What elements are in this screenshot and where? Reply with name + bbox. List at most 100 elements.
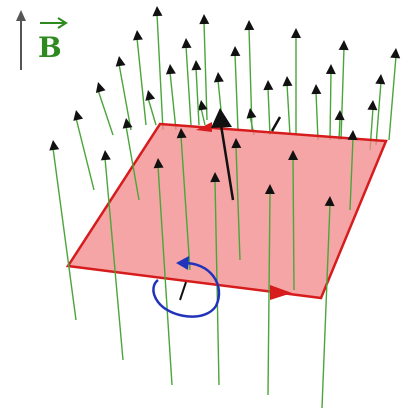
- field-line-shaft: [375, 81, 382, 146]
- field-line-shaft: [234, 53, 239, 131]
- field-line: [288, 150, 299, 291]
- field-line: [122, 118, 140, 201]
- field-line-arrowhead: [231, 138, 242, 149]
- field-line: [191, 60, 202, 126]
- surface-plane: [65, 122, 388, 300]
- field-line-arrowhead: [197, 100, 208, 111]
- field-line: [263, 80, 274, 136]
- field-line: [325, 64, 336, 141]
- field-lines-behind-plane: [95, 6, 401, 151]
- field-line: [375, 74, 386, 146]
- field-line-arrowhead: [325, 64, 336, 75]
- field-line: [197, 100, 208, 126]
- field-line-arrowhead: [334, 110, 345, 121]
- field-line-arrowhead: [291, 28, 301, 38]
- field-line: [73, 110, 95, 191]
- field-line-arrowhead: [95, 82, 106, 93]
- field-line-arrowhead: [375, 74, 386, 85]
- field-line-shaft: [329, 71, 332, 141]
- field-line-shaft: [104, 157, 124, 361]
- field-line: [145, 90, 157, 126]
- field-line-arrowhead: [181, 38, 192, 49]
- field-line-arrowhead: [145, 90, 156, 101]
- field-line-arrowhead: [288, 150, 299, 161]
- field-line-shaft: [97, 89, 114, 136]
- tangent-marker: [270, 116, 282, 132]
- field-line: [95, 82, 114, 136]
- field-line-arrowhead: [165, 64, 176, 75]
- field-line-shaft: [292, 157, 295, 291]
- normal-vector-head: [211, 108, 232, 128]
- field-line-arrowhead: [210, 172, 221, 183]
- field-line-arrowhead: [176, 128, 187, 139]
- field-line-arrowhead: [49, 140, 60, 151]
- field-line-shaft: [388, 55, 397, 141]
- field-line: [165, 64, 177, 131]
- field-line-shaft: [169, 71, 177, 131]
- field-line: [338, 40, 349, 141]
- field-line-shaft: [157, 165, 173, 386]
- plane-edge-arrowhead-top: [196, 122, 212, 132]
- field-line: [291, 28, 301, 135]
- field-line: [230, 46, 241, 131]
- field-line-shaft: [340, 47, 345, 141]
- field-line: [199, 14, 210, 121]
- field-line-arrowhead: [73, 110, 84, 121]
- circular-arrow-icon: [152, 256, 221, 318]
- field-line-arrowhead: [213, 72, 224, 83]
- field-line-arrowhead: [153, 158, 164, 169]
- field-line-arrowhead: [390, 48, 401, 59]
- field-line-arrowhead: [199, 14, 210, 25]
- field-line-shaft: [235, 145, 241, 261]
- field-line: [347, 130, 358, 211]
- field-line-arrowhead: [230, 46, 241, 57]
- field-line-arrowhead: [338, 40, 349, 51]
- field-line-arrowhead: [324, 196, 335, 207]
- field-line-shaft: [195, 67, 200, 126]
- field-line-shaft: [118, 63, 132, 131]
- normal-vector-shaft: [219, 124, 235, 201]
- field-line-shaft: [52, 147, 77, 321]
- plane-edge-arrowhead-bottom: [270, 285, 292, 300]
- field-lines-in-front-of-plane: [49, 110, 358, 409]
- field-line-arrowhead: [347, 130, 358, 141]
- field-line-arrowhead: [122, 118, 133, 129]
- field-line-shaft: [136, 37, 147, 126]
- field-line: [115, 56, 132, 131]
- up-arrow-icon: [16, 10, 26, 70]
- field-line-arrowhead: [152, 6, 163, 17]
- field-line: [153, 158, 173, 386]
- field-line-shaft: [286, 83, 291, 136]
- field-line: [231, 138, 242, 261]
- field-line-arrowhead: [115, 56, 126, 67]
- field-line-arrowhead: [244, 20, 255, 31]
- field-line: [334, 110, 345, 141]
- field-line: [49, 140, 77, 321]
- field-line-shaft: [125, 125, 140, 201]
- field-line-shaft: [156, 13, 164, 131]
- field-line-arrowhead: [191, 60, 202, 71]
- field-symbol-label: B: [38, 31, 62, 64]
- field-line-arrowhead: [282, 76, 293, 87]
- field-line-arrowhead: [100, 150, 111, 161]
- field-line-shaft: [267, 191, 271, 396]
- field-line-shaft: [147, 97, 157, 126]
- field-line-arrowhead: [367, 100, 378, 111]
- field-line: [311, 84, 322, 141]
- field-line-shaft: [267, 87, 271, 136]
- field-line: [388, 48, 401, 141]
- field-line-arrowhead: [311, 84, 322, 95]
- field-line-arrowhead: [132, 30, 143, 41]
- field-line: [282, 76, 293, 136]
- field-line-arrowhead: [246, 108, 257, 119]
- field-line-shaft: [75, 117, 95, 191]
- vector-arrow-icon: [40, 17, 68, 29]
- field-line-shaft: [200, 107, 206, 126]
- field-line-arrowhead: [263, 80, 274, 91]
- field-line: [152, 6, 164, 131]
- field-line-shaft: [315, 91, 319, 141]
- field-line: [181, 38, 192, 126]
- field-line: [264, 184, 275, 396]
- field-line: [100, 150, 124, 361]
